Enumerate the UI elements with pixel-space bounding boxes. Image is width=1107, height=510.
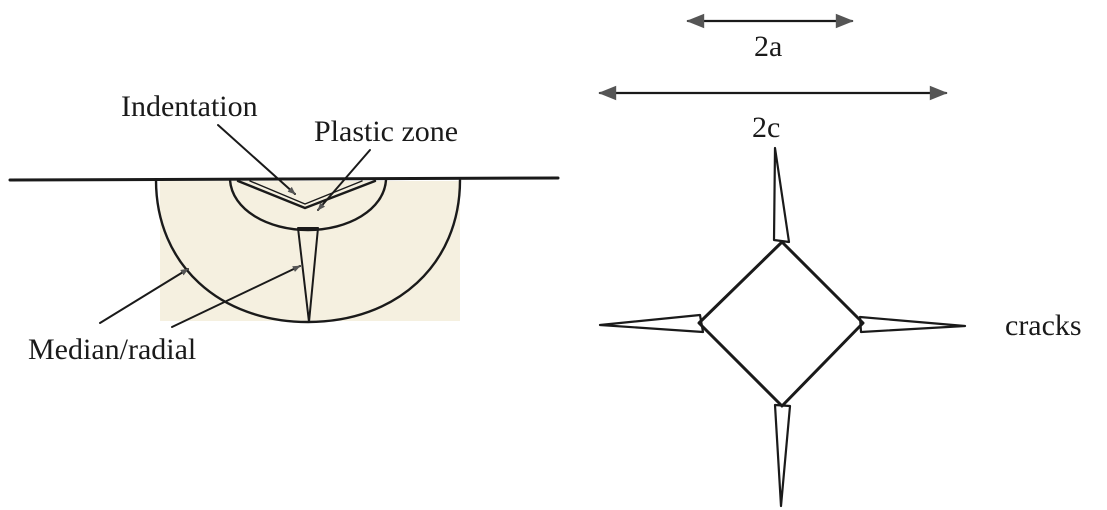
crack-top <box>772 146 791 244</box>
specimen-surface-line <box>8 176 560 182</box>
cross-section-view: Indentation Plastic zone Median/radial <box>8 90 560 366</box>
median-radial-arrow-outer <box>99 268 189 324</box>
indentation-inner-line <box>249 180 363 205</box>
indent-diamond <box>697 240 865 408</box>
dimension-2c-label: 2c <box>752 111 780 144</box>
material-shading <box>160 181 460 321</box>
crack-right <box>858 315 967 334</box>
plastic-zone-boundary <box>228 178 388 232</box>
top-view: 2a 2c cracks <box>598 13 1082 508</box>
crack-left <box>598 313 705 334</box>
indentation-arrow <box>217 124 296 195</box>
dimension-2a-label: 2a <box>754 30 782 63</box>
indentation-profile <box>236 179 377 210</box>
cracks-label: cracks <box>1005 309 1082 342</box>
plastic-zone-label: Plastic zone <box>314 115 458 148</box>
median-radial-label: Median/radial <box>28 333 196 366</box>
indentation-label: Indentation <box>121 90 258 123</box>
median-crack <box>297 227 319 323</box>
median-radial-arrow-crack <box>171 265 301 328</box>
crack-bottom <box>773 403 792 508</box>
plastic-zone-arrow <box>317 149 371 211</box>
